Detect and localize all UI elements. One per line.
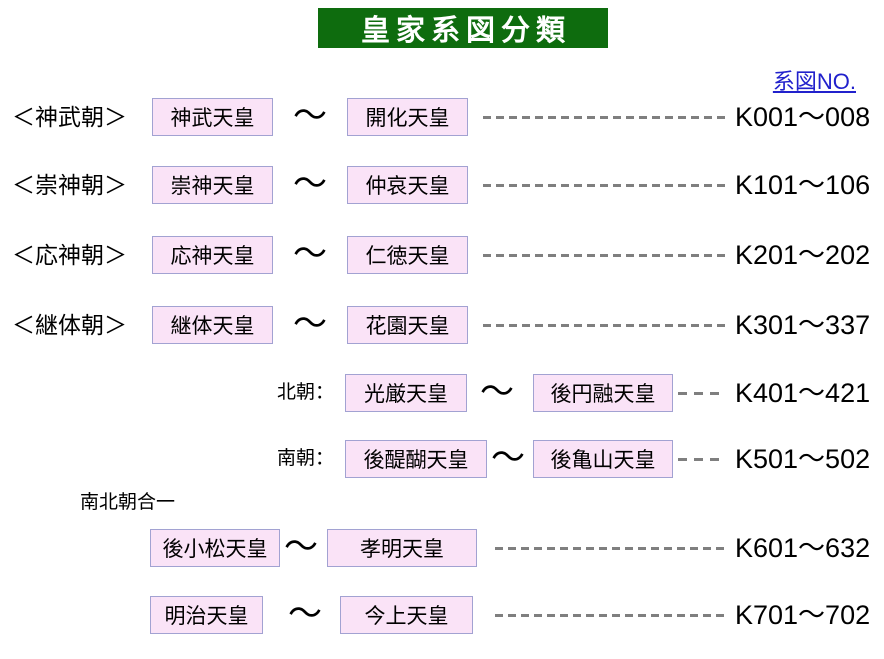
emperor-name: 仲哀天皇 (365, 175, 450, 198)
emperor-box-end: 後亀山天皇 (533, 440, 673, 478)
court-label: 南朝： (277, 448, 335, 469)
dashed-connector-line (495, 614, 728, 617)
emperor-name: 後小松天皇 (162, 538, 268, 561)
page-title-banner: 皇家系図分類 (318, 8, 608, 48)
emperor-box-end: 花園天皇 (347, 306, 468, 344)
emperor-box-end: 後円融天皇 (533, 374, 673, 412)
emperor-box-start: 明治天皇 (150, 596, 263, 634)
dynasty-row-keitai: ＜継体朝＞ 継体天皇 〜 花園天皇 K301〜337 (0, 306, 884, 344)
emperor-box-end: 仁徳天皇 (347, 236, 468, 274)
tilde-connector: 〜 (284, 528, 318, 566)
dashed-connector-line (495, 547, 728, 550)
dynasty-row-northern-court: 北朝： 光厳天皇 〜 後円融天皇 K401〜421 (0, 374, 884, 412)
emperor-name: 後醍醐天皇 (363, 449, 469, 472)
emperor-name: 神武天皇 (170, 107, 255, 130)
dynasty-row-ojin: ＜応神朝＞ 応神天皇 〜 仁徳天皇 K201〜202 (0, 236, 884, 274)
emperor-box-start: 応神天皇 (152, 236, 273, 274)
emperor-box-start: 崇神天皇 (152, 166, 273, 204)
emperor-name: 今上天皇 (364, 605, 449, 628)
keizu-number-range: K201〜202 (735, 240, 871, 270)
tilde-connector: 〜 (293, 165, 327, 203)
keizu-number-range: K501〜502 (735, 444, 871, 474)
tilde-connector: 〜 (293, 305, 327, 343)
dynasty-row-gokomatsu: 後小松天皇 〜 孝明天皇 K601〜632 (0, 529, 884, 567)
tilde-connector: 〜 (293, 97, 327, 135)
keizu-number-range: K101〜106 (735, 170, 871, 200)
emperor-name: 継体天皇 (170, 315, 255, 338)
emperor-name: 開化天皇 (365, 107, 450, 130)
emperor-box-end: 孝明天皇 (327, 529, 477, 567)
dashed-connector-line (483, 116, 728, 119)
era-label: ＜応神朝＞ (12, 242, 127, 268)
page-title: 皇家系図分類 (360, 15, 571, 47)
emperor-box-start: 後小松天皇 (150, 529, 280, 567)
emperor-box-start: 光厳天皇 (345, 374, 467, 412)
keizu-number-range: K601〜632 (735, 533, 871, 563)
keizu-number-range: K301〜337 (735, 310, 871, 340)
emperor-box-end: 仲哀天皇 (347, 166, 468, 204)
keizu-number-range: K701〜702 (735, 600, 871, 630)
keizu-number-range: K401〜421 (735, 378, 871, 408)
court-label: 北朝： (277, 382, 335, 403)
emperor-name: 孝明天皇 (360, 538, 444, 561)
section-label-nanbokucho-unification: 南北朝合一 (80, 492, 176, 513)
emperor-name: 明治天皇 (164, 605, 249, 628)
dashed-connector-line (483, 184, 728, 187)
tilde-connector: 〜 (480, 373, 514, 411)
era-label: ＜崇神朝＞ (12, 172, 127, 198)
tilde-connector: 〜 (288, 595, 322, 633)
emperor-name: 仁徳天皇 (365, 245, 450, 268)
dashed-connector-line (678, 392, 722, 395)
tilde-connector: 〜 (491, 439, 525, 477)
era-label: ＜神武朝＞ (12, 104, 127, 130)
dynasty-row-southern-court: 南朝： 後醍醐天皇 〜 後亀山天皇 K501〜502 (0, 440, 884, 478)
dynasty-row-jimmu: ＜神武朝＞ 神武天皇 〜 開化天皇 K001〜008 (0, 98, 884, 136)
emperor-box-end: 今上天皇 (340, 596, 473, 634)
emperor-box-start: 後醍醐天皇 (345, 440, 487, 478)
emperor-box-end: 開化天皇 (347, 98, 468, 136)
emperor-name: 崇神天皇 (170, 175, 255, 198)
emperor-box-start: 神武天皇 (152, 98, 273, 136)
emperor-name: 応神天皇 (170, 245, 255, 268)
emperor-name: 後円融天皇 (550, 383, 656, 406)
dashed-connector-line (678, 458, 722, 461)
emperor-name: 花園天皇 (365, 315, 450, 338)
dynasty-row-sujin: ＜崇神朝＞ 崇神天皇 〜 仲哀天皇 K101〜106 (0, 166, 884, 204)
dashed-connector-line (483, 324, 728, 327)
emperor-name: 光厳天皇 (364, 383, 448, 406)
keizu-no-link[interactable]: 系図NO. (772, 69, 856, 94)
emperor-box-start: 継体天皇 (152, 306, 273, 344)
tilde-connector: 〜 (293, 235, 327, 273)
era-label: ＜継体朝＞ (12, 312, 127, 338)
keizu-number-range: K001〜008 (735, 102, 871, 132)
dashed-connector-line (483, 254, 728, 257)
emperor-name: 後亀山天皇 (550, 449, 656, 472)
dynasty-row-meiji: 明治天皇 〜 今上天皇 K701〜702 (0, 596, 884, 634)
